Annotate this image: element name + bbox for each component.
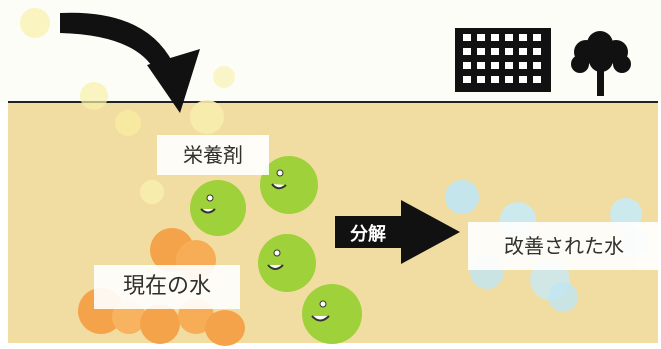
contaminant-blob bbox=[205, 310, 245, 346]
nutrient-label-text: 栄養剤 bbox=[183, 143, 243, 167]
yellow-bubble bbox=[190, 100, 224, 134]
ground-surface-line bbox=[8, 101, 658, 103]
yellow-bubble bbox=[115, 110, 141, 136]
decompose-label: 分解 bbox=[350, 224, 386, 245]
microbe-icon bbox=[260, 156, 318, 214]
yellow-bubble bbox=[213, 66, 235, 88]
yellow-bubble bbox=[20, 8, 50, 38]
contaminant-blob bbox=[140, 304, 180, 344]
microbe-icon bbox=[190, 180, 246, 236]
improved-water-label-text: 改善された水 bbox=[504, 234, 624, 258]
nutrient-label: 栄養剤 bbox=[157, 135, 269, 175]
clean-water-bubble bbox=[445, 180, 479, 214]
current-water-label: 現在の水 bbox=[94, 265, 240, 309]
current-water-label-text: 現在の水 bbox=[122, 274, 211, 299]
yellow-bubble bbox=[140, 180, 164, 204]
clean-water-bubble bbox=[548, 282, 578, 312]
improved-water-label: 改善された水 bbox=[468, 222, 660, 270]
building-icon bbox=[455, 28, 551, 92]
curved-arrow-icon bbox=[60, 12, 200, 113]
decompose-arrow-icon bbox=[335, 200, 460, 264]
yellow-bubble bbox=[80, 82, 108, 110]
microbe-icon bbox=[302, 284, 362, 344]
tree-icon bbox=[571, 31, 631, 96]
microbe-icon bbox=[258, 234, 316, 292]
